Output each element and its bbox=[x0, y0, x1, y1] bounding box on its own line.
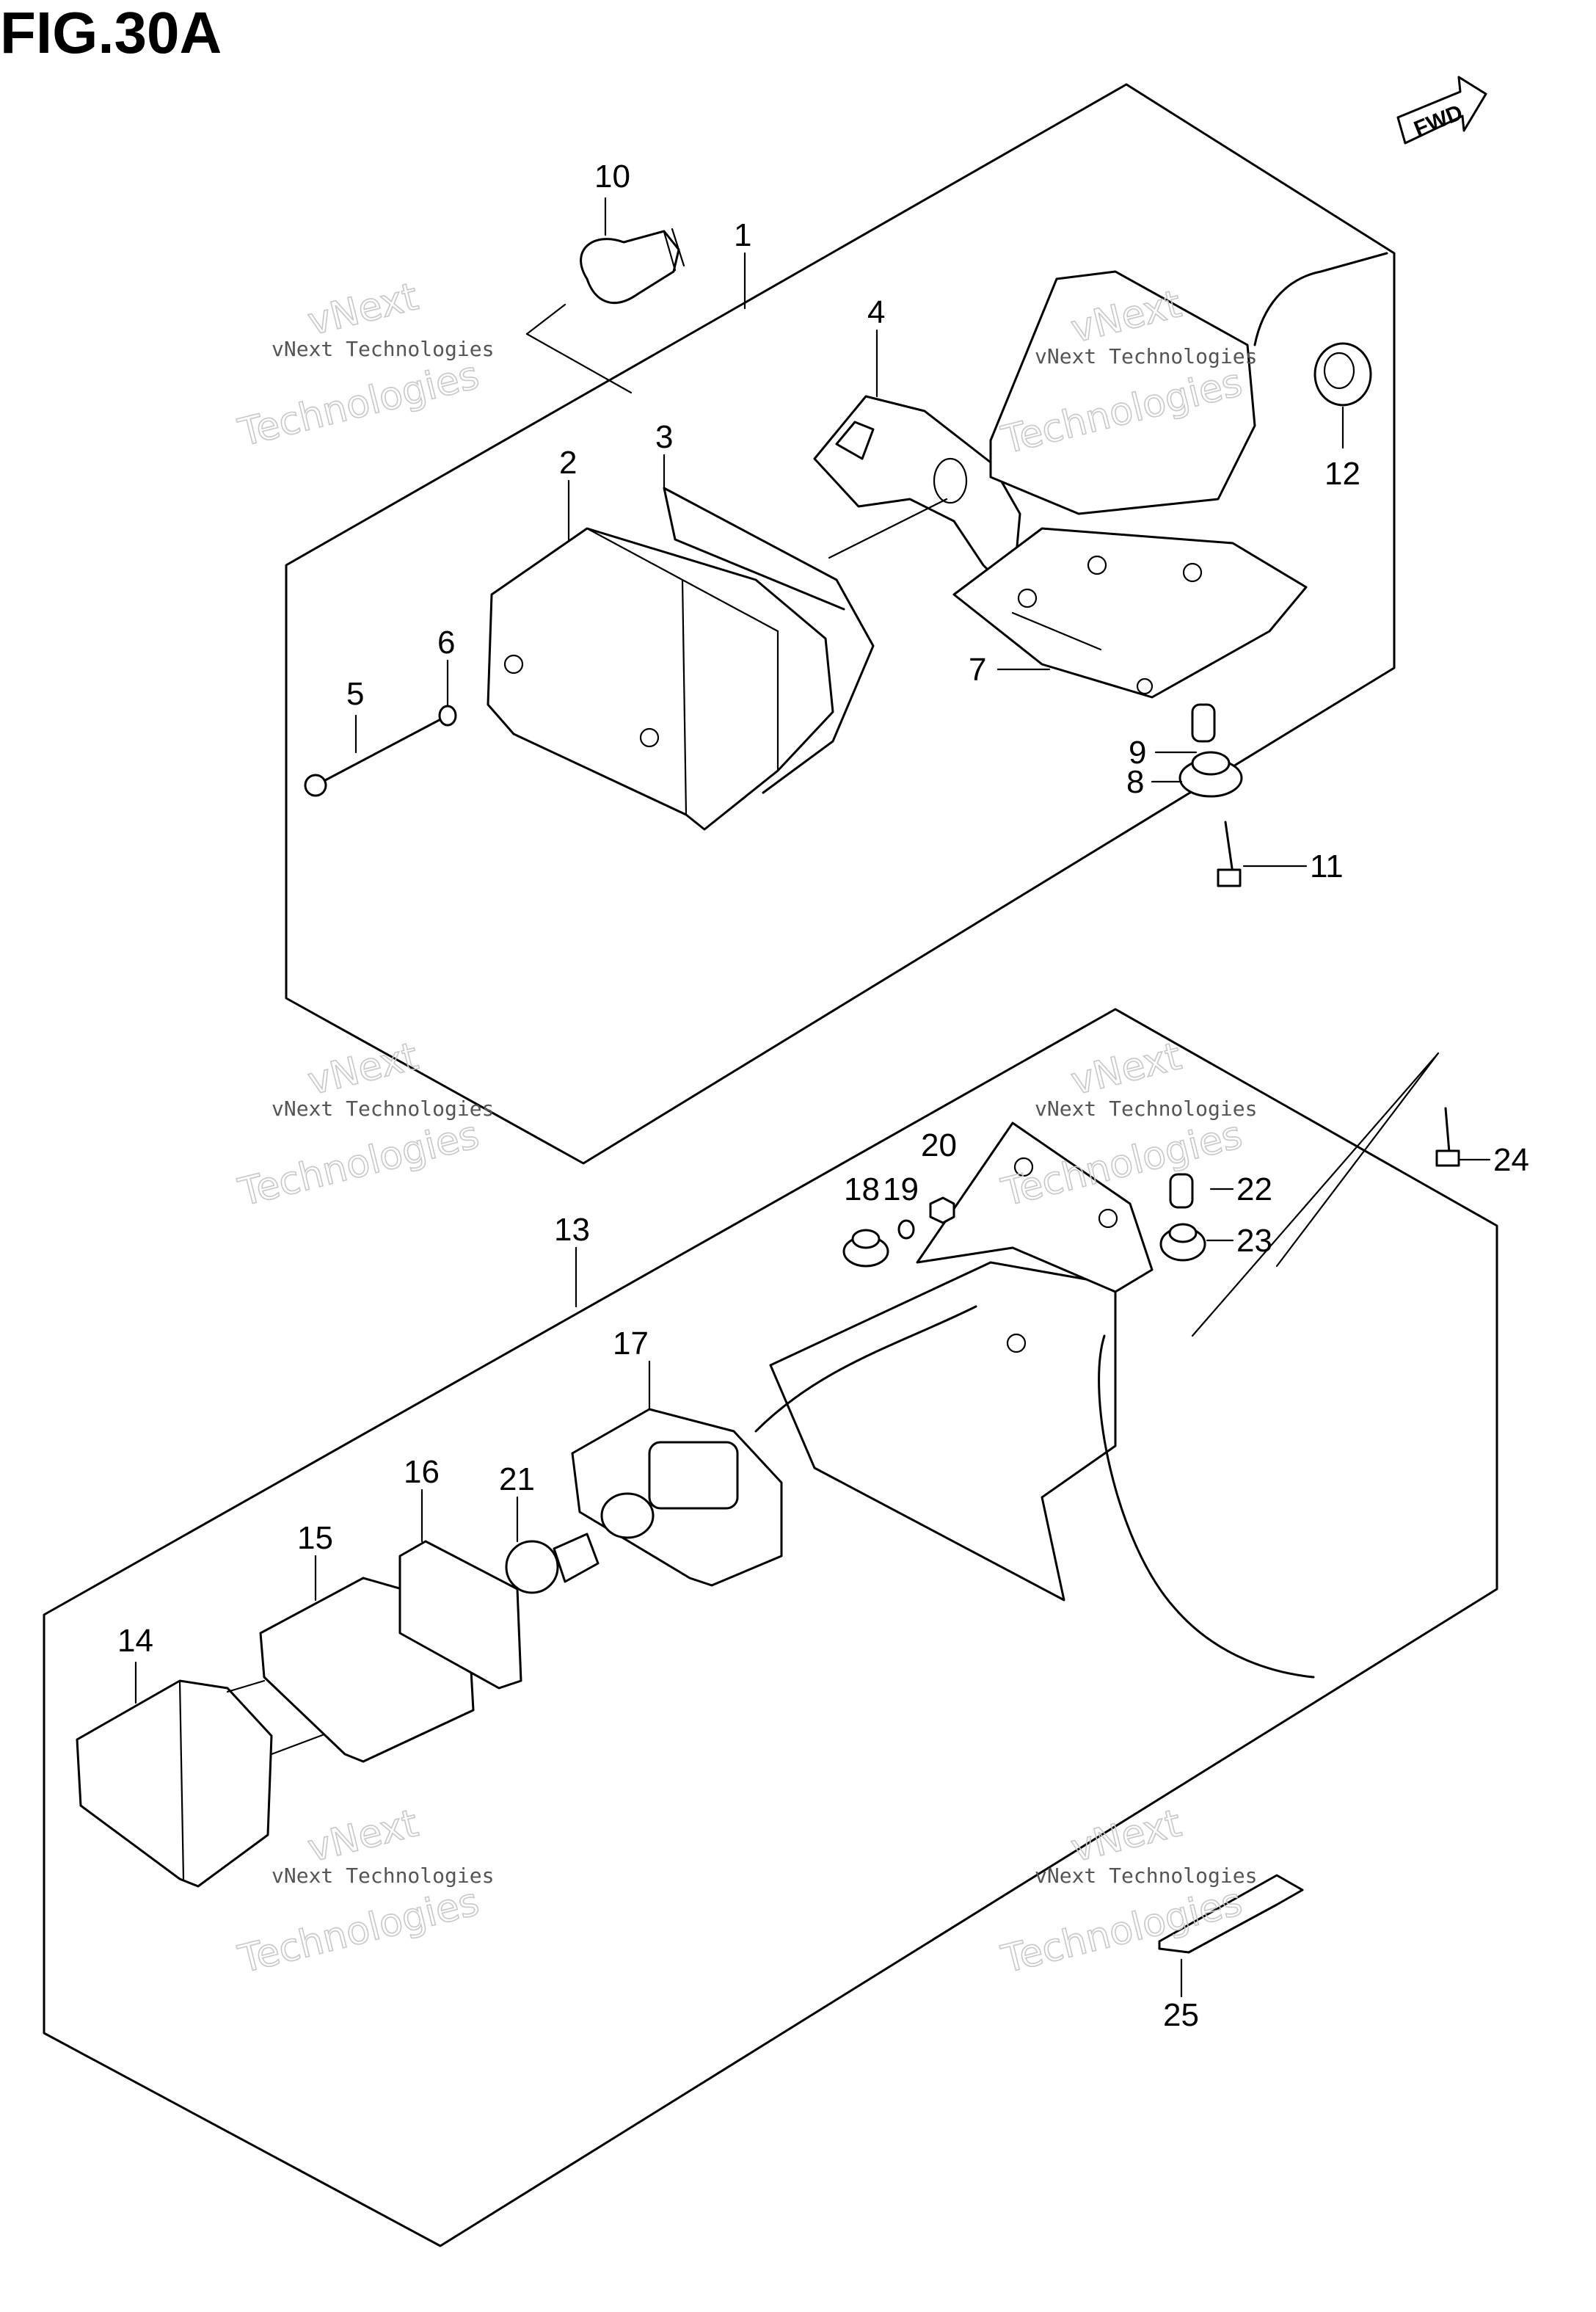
svg-text:vNext Technologies: vNext Technologies bbox=[1035, 1097, 1257, 1121]
svg-text:vNext Technologies: vNext Technologies bbox=[1035, 344, 1257, 368]
housing-part-7 bbox=[952, 270, 1308, 699]
cover-part-4 bbox=[813, 395, 1021, 596]
part-number-3: 3 bbox=[655, 419, 673, 455]
watermark-mid-left: vNext Technologies vNext Technologies bbox=[233, 1033, 494, 1215]
screw-part-5 bbox=[304, 705, 456, 797]
part-number-13: 13 bbox=[554, 1212, 590, 1248]
lens-part-2 bbox=[487, 527, 834, 831]
part-number-5: 5 bbox=[346, 676, 364, 712]
svg-text:Technologies: Technologies bbox=[234, 1113, 484, 1215]
washer-part-19 bbox=[897, 1219, 915, 1240]
part-number-8: 8 bbox=[1126, 764, 1144, 800]
lower-wire bbox=[1098, 1334, 1315, 1679]
part-number-17: 17 bbox=[613, 1326, 649, 1362]
svg-text:Technologies: Technologies bbox=[997, 1880, 1247, 1982]
lower-assembly-outline bbox=[43, 1008, 1498, 2247]
part-number-14: 14 bbox=[117, 1623, 153, 1659]
damper-part-23 bbox=[1159, 1223, 1206, 1262]
part-number-18: 18 bbox=[844, 1171, 880, 1207]
part-number-10: 10 bbox=[594, 159, 630, 195]
svg-text:vNext: vNext bbox=[304, 275, 423, 344]
part-number-2: 2 bbox=[559, 445, 577, 481]
gasket-part-3 bbox=[663, 487, 875, 794]
clamp-part-25 bbox=[1158, 1874, 1304, 1954]
part-number-12: 12 bbox=[1324, 456, 1360, 492]
spacer-part-22 bbox=[1169, 1173, 1194, 1209]
fwd-arrow-icon: FWD bbox=[1396, 76, 1487, 145]
part-number-23: 23 bbox=[1236, 1223, 1272, 1259]
svg-text:vNext Technologies: vNext Technologies bbox=[1035, 1864, 1257, 1888]
watermark-bottom-right: vNext Technologies vNext Technologies bbox=[996, 1800, 1257, 1982]
part-number-22: 22 bbox=[1236, 1171, 1272, 1207]
svg-text:vNext Technologies: vNext Technologies bbox=[272, 1864, 494, 1888]
svg-text:vNext: vNext bbox=[1067, 1034, 1186, 1104]
holder-part-17 bbox=[571, 1408, 783, 1587]
bulb-part-21 bbox=[505, 1533, 600, 1594]
bolt-part-11 bbox=[1217, 821, 1242, 887]
svg-text:vNext: vNext bbox=[1067, 1801, 1186, 1871]
damper-part-8 bbox=[1178, 751, 1243, 798]
bulb-part-10 bbox=[580, 228, 685, 305]
part-number-labels: 1 2 3 4 5 6 7 8 9 10 11 12 13 14 15 16 1… bbox=[117, 159, 1529, 2033]
part-number-9: 9 bbox=[1129, 735, 1146, 771]
lens-part-14 bbox=[76, 1679, 273, 1888]
part-number-1: 1 bbox=[734, 217, 751, 253]
svg-text:Technologies: Technologies bbox=[234, 1880, 484, 1982]
washer-part-6 bbox=[438, 705, 457, 727]
svg-text:vNext Technologies: vNext Technologies bbox=[272, 1097, 494, 1121]
watermark-mid-right: vNext Technologies vNext Technologies bbox=[996, 1033, 1257, 1215]
figure-title: FIG.30A bbox=[0, 0, 222, 65]
upper-assembly-outline bbox=[285, 83, 1396, 1165]
svg-text:vNext: vNext bbox=[304, 1801, 423, 1871]
spacer-part-9 bbox=[1191, 703, 1216, 743]
license-bracket bbox=[769, 1122, 1154, 1602]
watermark-bottom-left: vNext Technologies vNext Technologies bbox=[233, 1800, 494, 1982]
part-number-7: 7 bbox=[969, 652, 986, 688]
part-number-16: 16 bbox=[404, 1454, 440, 1490]
nut-part-20 bbox=[929, 1196, 955, 1224]
part-number-21: 21 bbox=[499, 1461, 535, 1497]
watermark-top-left: vNext Technologies vNext Technologies bbox=[233, 274, 494, 456]
part-number-4: 4 bbox=[867, 294, 885, 330]
part-number-15: 15 bbox=[297, 1520, 333, 1556]
grommet-part-12 bbox=[1313, 342, 1372, 407]
svg-text:vNext: vNext bbox=[304, 1034, 423, 1104]
svg-text:vNext Technologies: vNext Technologies bbox=[272, 337, 494, 361]
part-number-11: 11 bbox=[1310, 848, 1344, 884]
part-number-20: 20 bbox=[921, 1127, 957, 1163]
part-number-6: 6 bbox=[437, 625, 455, 661]
bolt-part-24 bbox=[1435, 1107, 1460, 1167]
part-number-25: 25 bbox=[1163, 1997, 1199, 2033]
wire bbox=[1253, 252, 1388, 346]
part-number-19: 19 bbox=[883, 1171, 919, 1207]
part-number-24: 24 bbox=[1493, 1142, 1529, 1178]
gasket-part-16 bbox=[398, 1540, 522, 1690]
grommet-part-18 bbox=[842, 1229, 889, 1268]
svg-text:Technologies: Technologies bbox=[234, 353, 484, 455]
